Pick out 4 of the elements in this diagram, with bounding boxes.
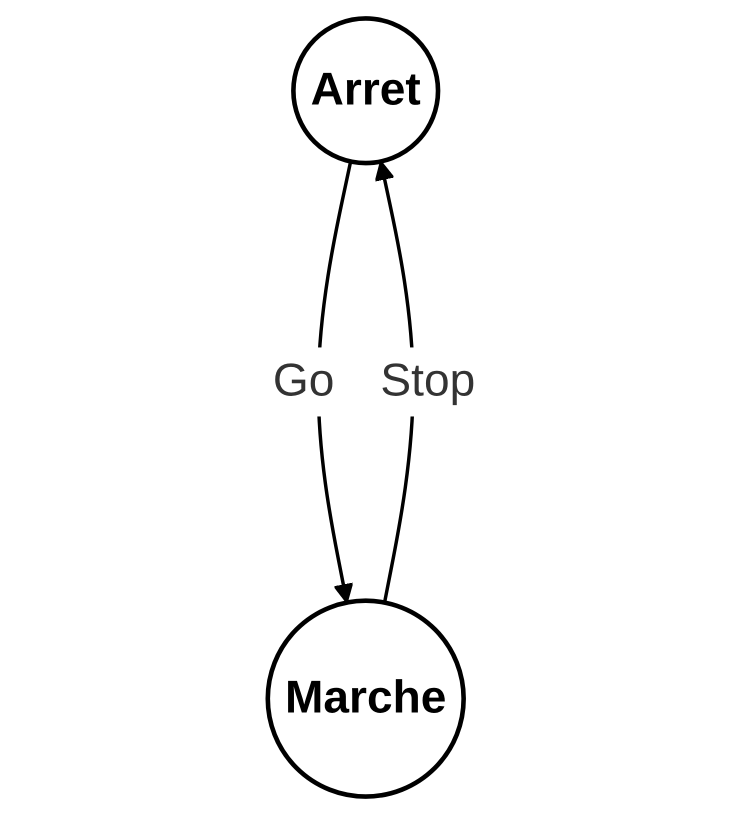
edge-label: Go [272, 356, 334, 408]
node-circle: Arret [291, 16, 440, 166]
edge-label: Stop [380, 356, 476, 408]
node-circle: Marche [265, 598, 466, 799]
